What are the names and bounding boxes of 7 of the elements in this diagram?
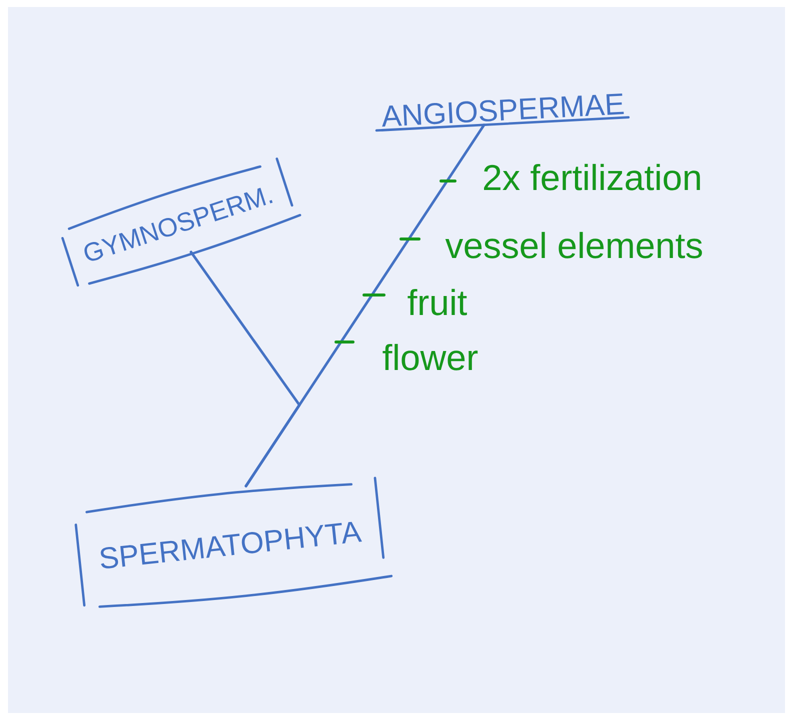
trait-label: vessel elements — [445, 232, 702, 258]
trait-label: 2x fertilization — [484, 164, 700, 190]
label-box: SPERMATOPHYTA — [74, 476, 393, 608]
underlined-label: ANGIOSPERMAE — [375, 93, 630, 132]
trait-label: fruit — [408, 288, 467, 316]
branch-line — [190, 250, 301, 488]
trait-label: flower — [382, 344, 478, 370]
